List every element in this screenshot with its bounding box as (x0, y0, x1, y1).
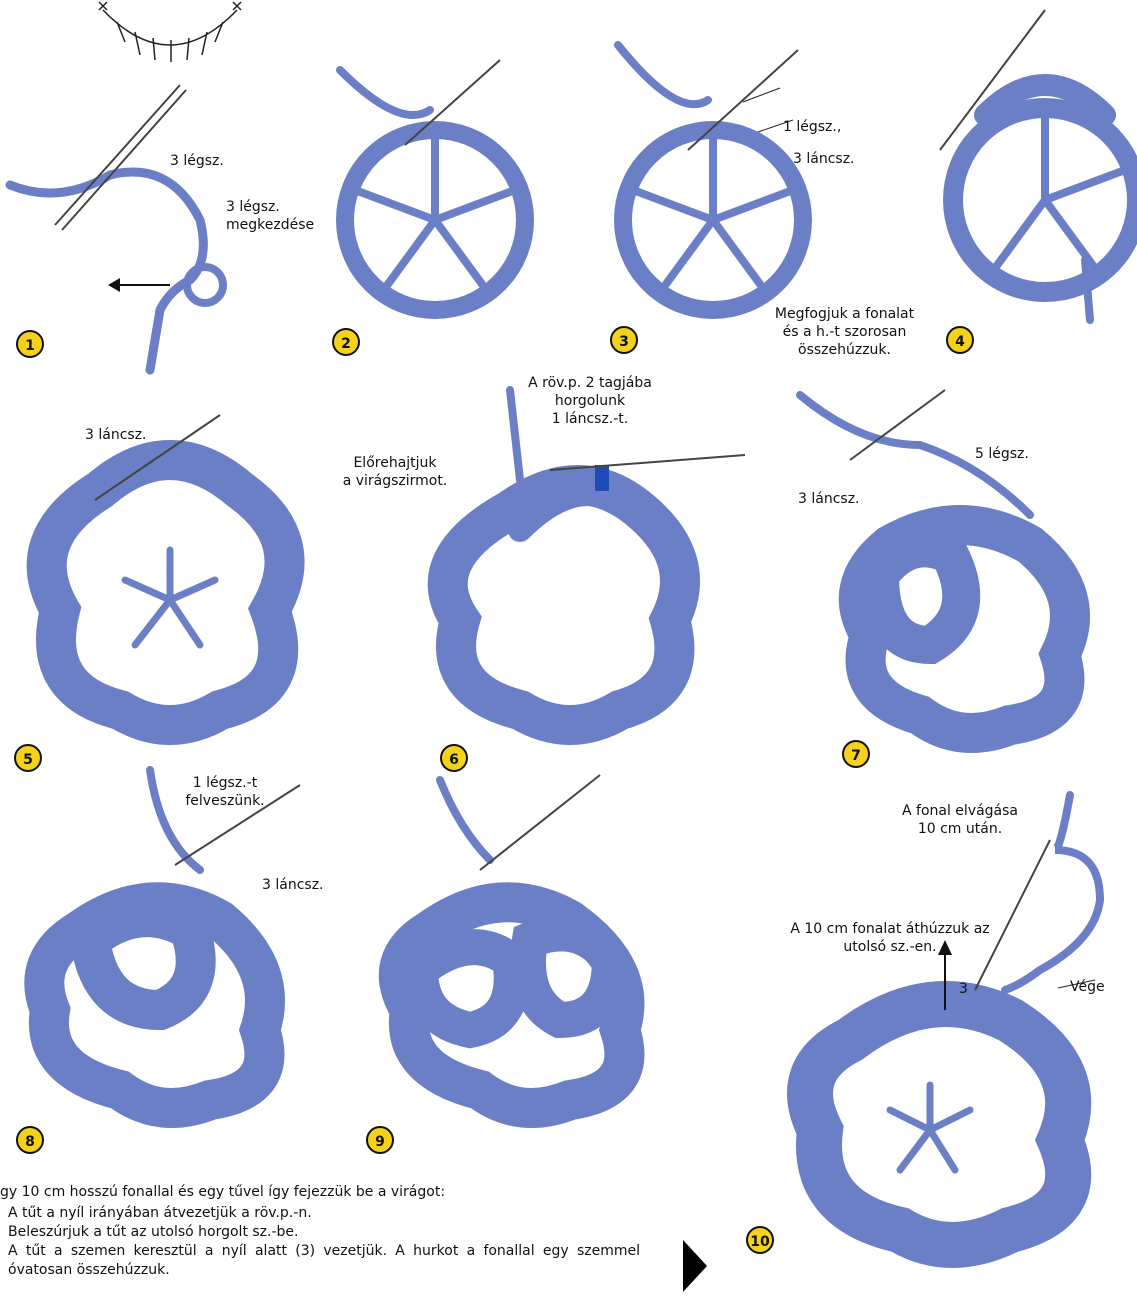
label-fonal-elvagasa: A fonal elvágása 10 cm után. (885, 802, 1035, 838)
label-3-legsz: 3 légsz. (170, 152, 224, 170)
step-panel-1: 3 légsz. 3 légsz. megkezdése 1 (0, 80, 330, 380)
instruction-step: Beleszúrjuk a tűt az utolsó horgolt sz.-… (0, 1223, 640, 1242)
label-3-legsz-megkezdese: 3 légsz. megkezdése (226, 198, 314, 234)
yarn-illustration (780, 385, 1137, 780)
label-5-legsz: 5 légsz. (975, 445, 1029, 463)
step-number-badge: 8 (16, 1126, 44, 1154)
step-number-badge: 3 (610, 326, 638, 354)
label-rov-p-tagjaba: A röv.p. 2 tagjába horgolunk 1 láncsz.-t… (515, 374, 665, 428)
step-panel-7: 5 légsz. 3 láncsz. 7 (780, 385, 1137, 780)
step-number-badge: 1 (16, 330, 44, 358)
yarn-illustration (0, 390, 330, 780)
label-10-cm-fonalat: A 10 cm fonalat áthúzzuk az utolsó sz.-e… (770, 920, 1010, 956)
yarn-illustration (340, 770, 700, 1160)
yarn-illustration (330, 370, 770, 780)
instruction-step: A tűt a szemen keresztül a nyíl alatt (3… (0, 1242, 640, 1280)
yarn-illustration (740, 790, 1137, 1304)
label-vege: Vége (1070, 978, 1105, 996)
step-panel-8: 1 légsz.-t felveszünk. 3 láncsz. 8 (0, 760, 340, 1160)
instruction-step: A tűt a nyíl irányában átvezetjük a röv.… (0, 1204, 640, 1223)
step-number-badge: 2 (332, 328, 360, 356)
label-3-lancsz: 3 láncsz. (262, 876, 324, 894)
step-number-badge: 9 (366, 1126, 394, 1154)
label-3: 3 (959, 980, 968, 998)
instructions-steps: A tűt a nyíl irányában átvezetjük a röv.… (0, 1204, 640, 1280)
step-number-badge: 7 (842, 740, 870, 768)
step-number-badge: 6 (440, 744, 468, 772)
step-panel-5: 3 láncsz. 5 (0, 390, 330, 780)
step-panel-9: 9 (340, 770, 700, 1160)
step-number-badge: 4 (946, 326, 974, 354)
step-panel-10: A fonal elvágása 10 cm után. A 10 cm fon… (740, 790, 1137, 1304)
step-panel-6: Előrehajtjuk a virágszirmot. A röv.p. 2 … (330, 370, 770, 780)
yarn-illustration (0, 760, 340, 1160)
yarn-illustration (330, 60, 610, 380)
instructions-text: gy 10 cm hosszú fonallal és egy tűvel íg… (0, 1183, 640, 1280)
label-3-lancsz: 3 láncsz. (798, 490, 860, 508)
label-1-legsz-t-felveszunk: 1 légsz.-t felveszünk. (180, 774, 270, 810)
instructions-intro: gy 10 cm hosszú fonallal és egy tűvel íg… (0, 1183, 640, 1202)
label-megfogjuk: Megfogjuk a fonalat és a h.-t szorosan ö… (762, 305, 927, 359)
step-panel-2: 2 (330, 60, 610, 380)
play-triangle-icon (683, 1240, 707, 1292)
step-number-badge: 10 (746, 1226, 774, 1254)
label-elorehajtjuk: Előrehajtjuk a virágszirmot. (330, 454, 460, 490)
step-panel-4: Megfogjuk a fonalat és a h.-t szorosan ö… (760, 0, 1137, 380)
crochet-chart-fragment (95, 0, 245, 65)
label-3-lancsz: 3 láncsz. (85, 426, 147, 444)
